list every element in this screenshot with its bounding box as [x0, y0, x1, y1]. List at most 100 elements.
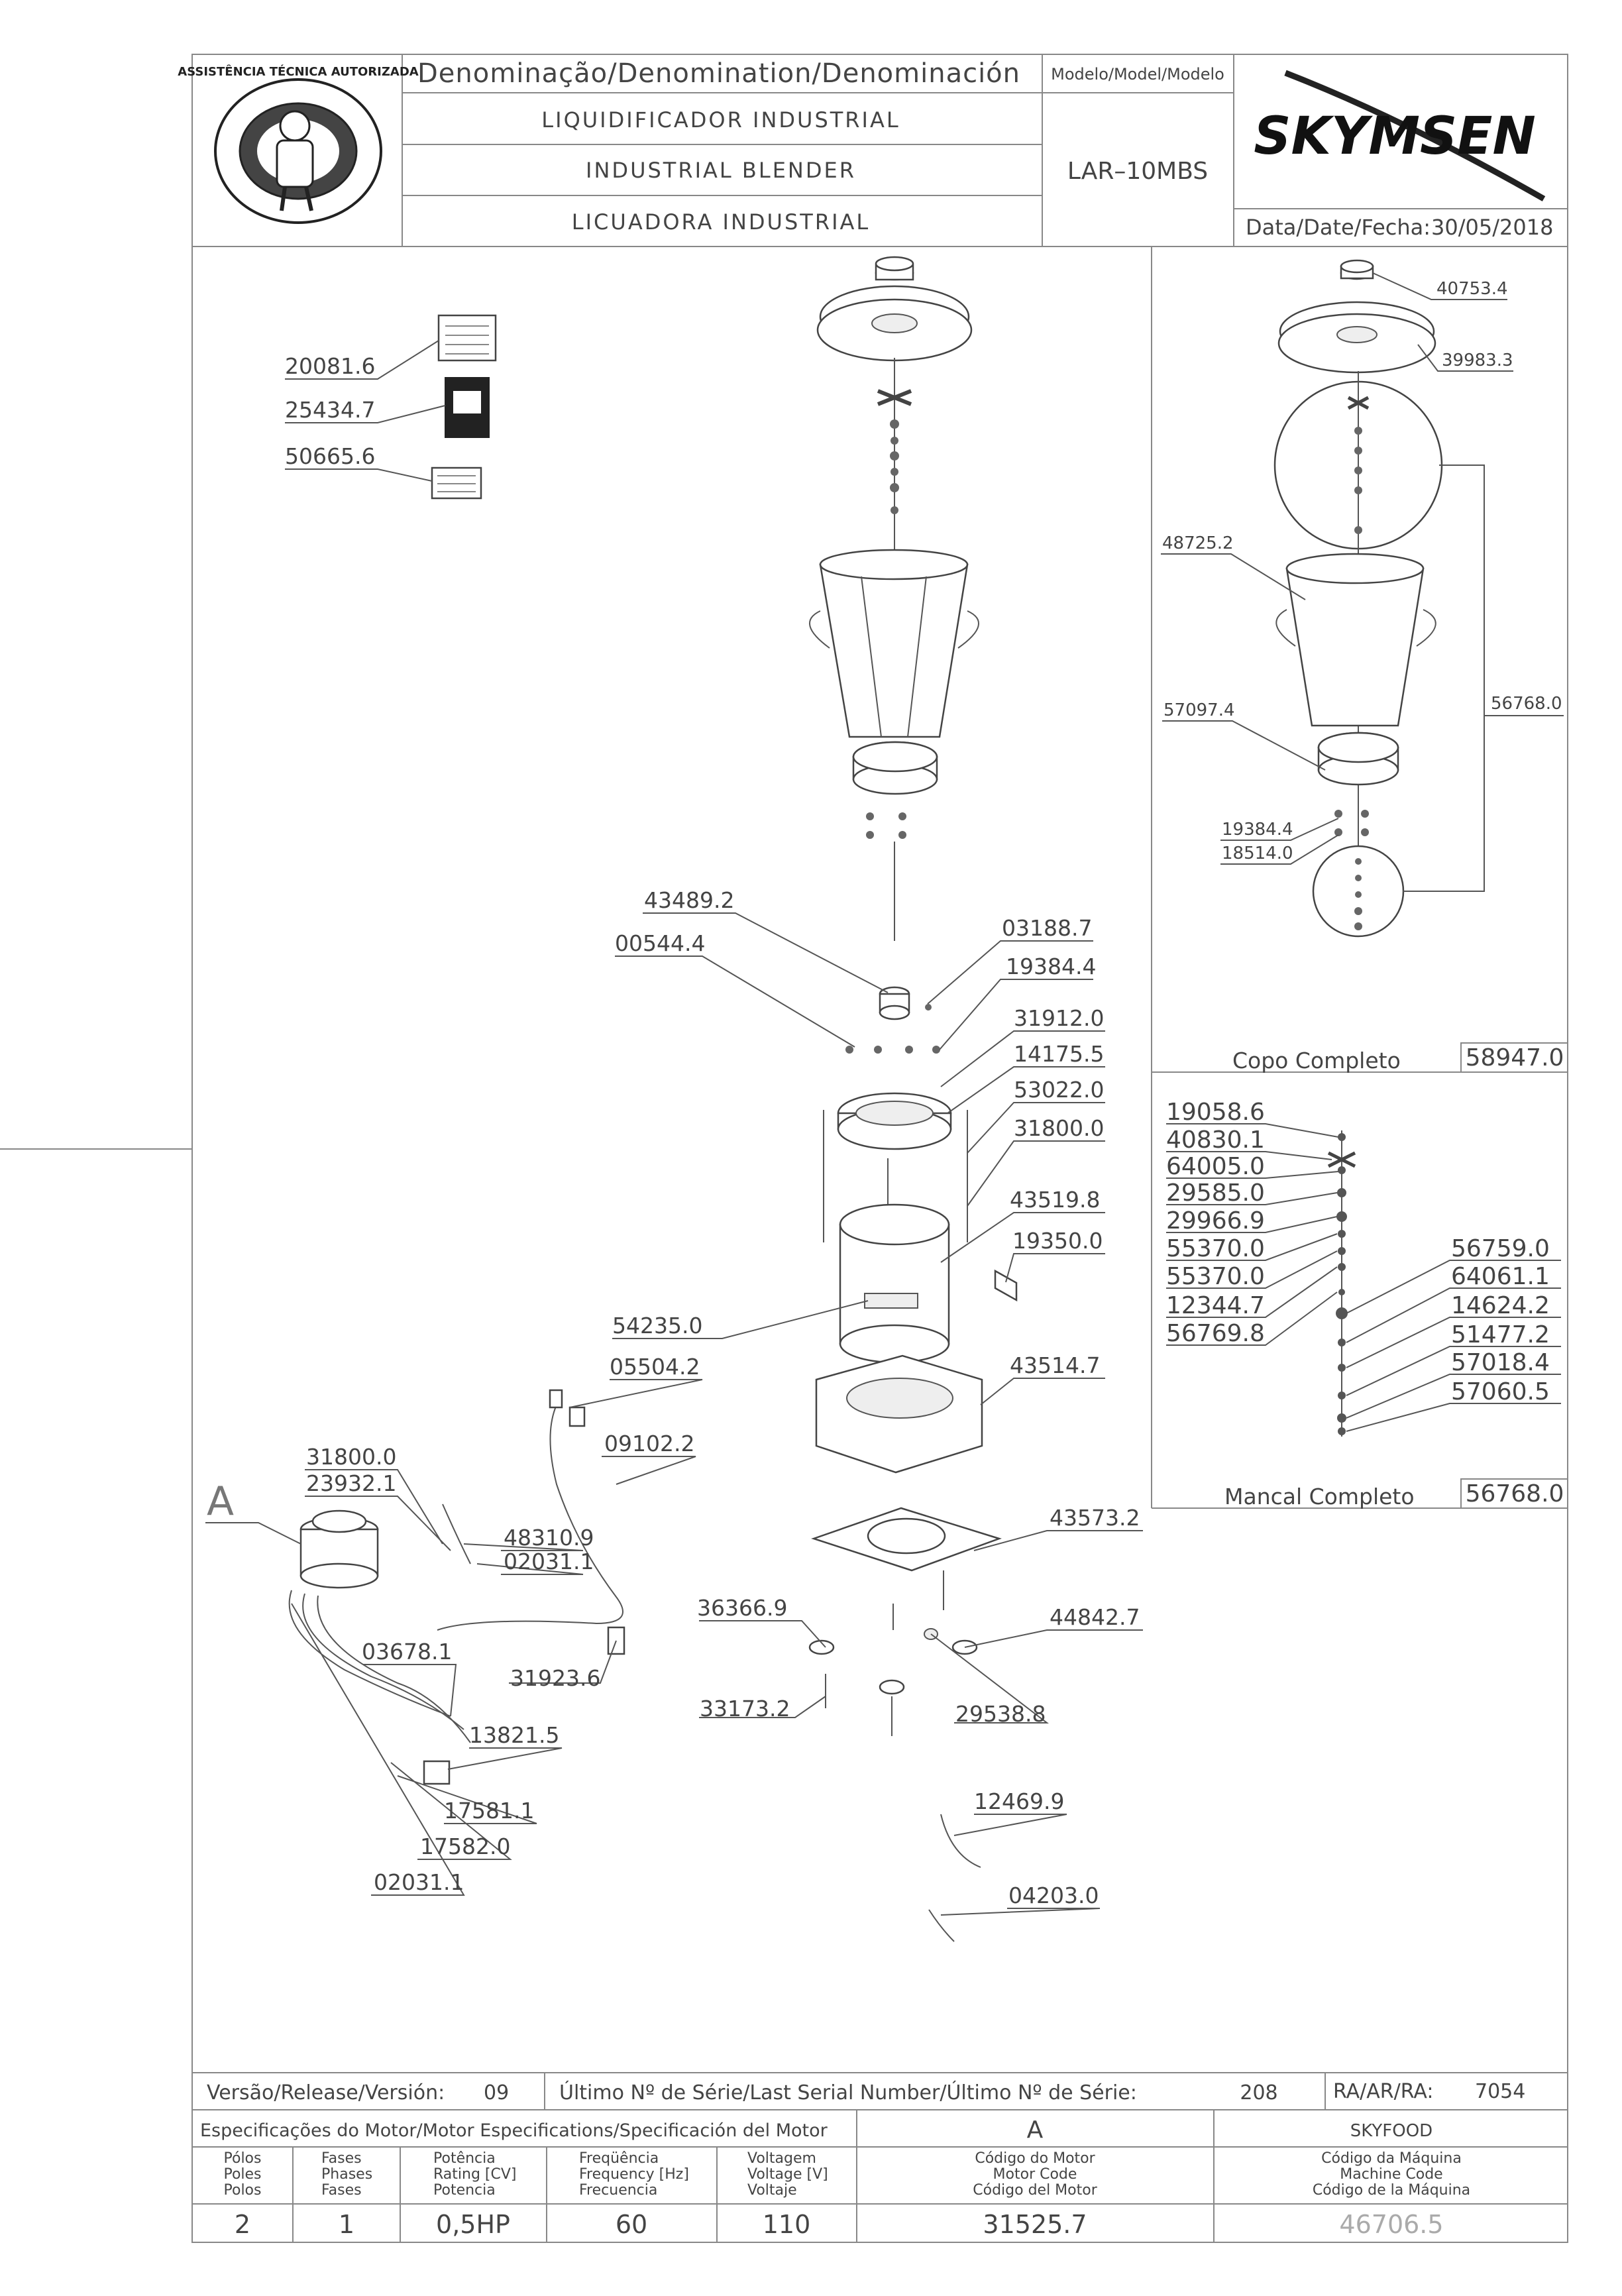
part-label: 31912.0	[1014, 1005, 1104, 1031]
version-value: 09	[484, 2081, 509, 2105]
part-label: 13821.5	[469, 1722, 559, 1748]
footer-specs: Versão/Release/Versión: 09 Último Nº de …	[200, 2080, 1525, 2239]
part-label: 02031.1	[504, 1549, 594, 1574]
svg-text:Voltagem: Voltagem	[747, 2150, 816, 2167]
frequency-value: 60	[616, 2210, 647, 2239]
mancal-part-label: 55370.0	[1166, 1263, 1265, 1290]
copo-part-label: 18514.0	[1222, 844, 1293, 863]
main-part-labels: 20081.6 25434.7 50665.6 43489.2 00544.4 …	[285, 353, 1140, 1908]
model-value: LAR–10MBS	[1067, 158, 1208, 185]
skymsen-logo: SKYMSEN	[1254, 70, 1546, 201]
copo-part-label: 39983.3	[1442, 351, 1513, 370]
part-label: 17581.1	[444, 1798, 534, 1824]
part-label: 33173.2	[700, 1696, 790, 1722]
motor-spec-label: Especificações do Motor/Motor Especifica…	[200, 2120, 828, 2141]
machine-code-value: 46706.5	[1339, 2210, 1443, 2239]
svg-text:Fases: Fases	[321, 2182, 362, 2199]
motor-letter: A	[1027, 2116, 1044, 2144]
svg-text:Código do Motor: Código do Motor	[975, 2150, 1095, 2167]
ra-value: 7054	[1475, 2080, 1525, 2103]
copo-part-label: 57097.4	[1163, 700, 1235, 720]
drawing-frame	[0, 54, 1568, 2243]
part-label: 03188.7	[1002, 915, 1092, 941]
denomination-label: Denominação/Denomination/Denominación	[417, 58, 1020, 89]
copo-completo-panel: 40753.4 39983.3 48725.2 57097.4 56768.0 …	[1161, 259, 1564, 1073]
mancal-completo-panel: 19058.6 40830.1 64005.0 29585.0 29966.9 …	[1166, 1099, 1564, 1509]
svg-text:Frecuencia: Frecuencia	[579, 2182, 657, 2199]
svg-text:Potencia: Potencia	[433, 2182, 496, 2199]
mancal-part-label: 51477.2	[1451, 1321, 1550, 1348]
brand-name: SKYMSEN	[1254, 107, 1535, 166]
product-name-pt: LIQUIDIFICADOR INDUSTRIAL	[541, 107, 900, 133]
part-label: 29538.8	[955, 1701, 1046, 1727]
part-label: 09102.2	[604, 1431, 694, 1456]
copo-completo-code: 58947.0	[1466, 1044, 1564, 1071]
part-label: 03678.1	[362, 1639, 452, 1665]
svg-text:Código del Motor: Código del Motor	[973, 2182, 1097, 2199]
callout-a: A	[207, 1478, 234, 1525]
copo-completo-title: Copo Completo	[1232, 1048, 1401, 1073]
part-label: 02031.1	[374, 1869, 464, 1895]
mancal-part-label: 56759.0	[1451, 1235, 1550, 1262]
mancal-part-label: 57018.4	[1451, 1349, 1550, 1376]
date-value: 30/05/2018	[1431, 215, 1553, 240]
power-value: 0,5HP	[436, 2210, 510, 2239]
mancal-part-label: 29585.0	[1166, 1179, 1265, 1207]
mancal-completo-code: 56768.0	[1466, 1480, 1564, 1507]
authorized-service-seal: ASSISTÊNCIA TÉCNICA AUTORIZADA	[178, 64, 419, 224]
mancal-completo-title: Mancal Completo	[1224, 1484, 1415, 1509]
serial-label: Último Nº de Série/Last Serial Number/Úl…	[559, 2080, 1137, 2105]
phases-value: 1	[339, 2210, 354, 2239]
part-label: 44842.7	[1050, 1604, 1140, 1630]
part-label: 12469.9	[974, 1788, 1064, 1814]
part-label: 54235.0	[612, 1313, 702, 1339]
mancal-part-label: 12344.7	[1166, 1292, 1265, 1319]
spec-column-headers: Pólos Poles Polos Fases Phases Fases Pot…	[223, 2150, 1470, 2199]
part-label: 19350.0	[1012, 1228, 1103, 1254]
mancal-part-label: 40830.1	[1166, 1126, 1265, 1154]
part-label: 19384.4	[1006, 954, 1096, 979]
svg-text:Machine Code: Machine Code	[1340, 2166, 1442, 2183]
main-exploded-view: A 20081.6 25434.7 50665.6 43489.2 00544.…	[205, 256, 1143, 1942]
ra-label: RA/AR/RA:	[1333, 2080, 1433, 2103]
motor-code-value: 31525.7	[983, 2210, 1087, 2239]
copo-part-label: 19384.4	[1222, 820, 1293, 840]
part-label: 20081.6	[285, 353, 375, 379]
product-name-es: LICUADORA INDUSTRIAL	[572, 209, 870, 235]
part-label: 50665.6	[285, 443, 375, 469]
svg-text:Voltage [V]: Voltage [V]	[747, 2166, 828, 2183]
mancal-part-label: 56769.8	[1166, 1320, 1265, 1347]
title-block: ASSISTÊNCIA TÉCNICA AUTORIZADA Denominaç…	[178, 58, 1553, 240]
mancal-part-label: 64005.0	[1166, 1153, 1265, 1180]
svg-text:Fases: Fases	[321, 2150, 362, 2167]
version-label: Versão/Release/Versión:	[207, 2081, 445, 2105]
part-label: 17582.0	[420, 1833, 510, 1859]
part-label: 31800.0	[1014, 1115, 1104, 1141]
date-label: Data/Date/Fecha:	[1246, 215, 1431, 240]
part-label: 53022.0	[1014, 1077, 1104, 1103]
part-label: 04203.0	[1008, 1883, 1099, 1908]
svg-text:Motor Code: Motor Code	[993, 2166, 1077, 2183]
copo-part-label: 48725.2	[1162, 533, 1234, 553]
svg-text:Voltaje: Voltaje	[747, 2182, 797, 2199]
serial-value: 208	[1240, 2081, 1277, 2105]
mancal-part-label: 29966.9	[1166, 1207, 1265, 1234]
part-label: 31923.6	[510, 1665, 600, 1691]
svg-text:Código de la Máquina: Código de la Máquina	[1313, 2182, 1470, 2199]
part-label: 00544.4	[615, 930, 705, 956]
svg-text:Polos: Polos	[224, 2182, 262, 2199]
part-label: 43489.2	[644, 887, 734, 913]
part-label: 43519.8	[1010, 1187, 1100, 1213]
part-label: 36366.9	[697, 1595, 787, 1621]
product-name-en: INDUSTRIAL BLENDER	[586, 158, 856, 183]
svg-text:Frequency [Hz]: Frequency [Hz]	[579, 2166, 689, 2183]
part-label: 14175.5	[1014, 1041, 1104, 1067]
motor-maker: SKYFOOD	[1350, 2121, 1433, 2141]
part-label: 05504.2	[610, 1354, 700, 1380]
mancal-part-label: 55370.0	[1166, 1235, 1265, 1262]
model-label: Modelo/Model/Modelo	[1051, 65, 1224, 83]
part-label: 31800.0	[306, 1444, 396, 1470]
mancal-part-label: 14624.2	[1451, 1292, 1550, 1319]
svg-text:Phases: Phases	[321, 2166, 372, 2183]
